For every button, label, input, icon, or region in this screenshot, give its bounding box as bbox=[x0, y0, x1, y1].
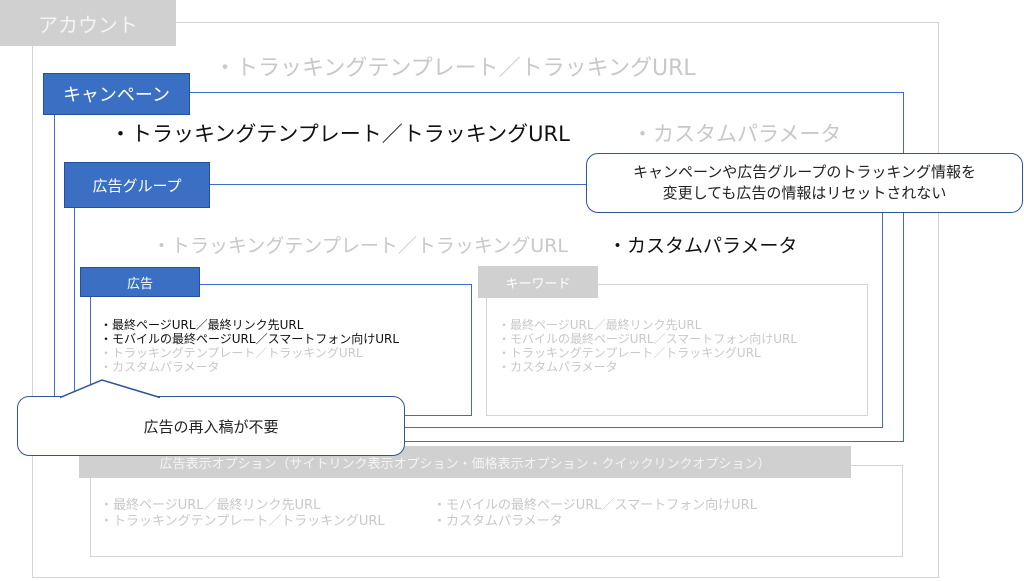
tracking-note-callout: キャンペーンや広告グループのトラッキング情報を 変更しても広告の情報はリセットさ… bbox=[586, 153, 1023, 213]
account-settings: ・トラッキングテンプレート／トラッキングURL bbox=[214, 56, 696, 81]
extensions-col2: ・モバイルの最終ページURL／スマートフォン向けURL ・カスタムパラメータ bbox=[433, 498, 757, 530]
ad-label: 広告 bbox=[80, 267, 200, 297]
ad-item-tracking: ・トラッキングテンプレート／トラッキングURL bbox=[100, 346, 363, 360]
tracking-note-line1: キャンペーンや広告グループのトラッキング情報を bbox=[633, 163, 976, 181]
keyword-item-tracking: ・トラッキングテンプレート／トラッキングURL bbox=[498, 346, 761, 360]
extensions-label: 広告表示オプション（サイトリンク表示オプション・価格表示オプション・クイックリン… bbox=[79, 446, 851, 478]
ad-group-frame bbox=[74, 184, 883, 428]
ad-item-custom-params: ・カスタムパラメータ bbox=[100, 360, 220, 374]
tracking-note-line2: 変更しても広告の情報はリセットされない bbox=[662, 184, 947, 202]
keyword-frame bbox=[486, 284, 868, 416]
campaign-setting-tracking: ・トラッキングテンプレート／トラッキングURL bbox=[110, 122, 570, 146]
ad-group-setting-tracking: ・トラッキングテンプレート／トラッキングURL bbox=[152, 235, 568, 257]
extensions-item-tracking: ・トラッキングテンプレート／トラッキングURL bbox=[100, 514, 385, 529]
campaign-setting-custom-params: ・カスタムパラメータ bbox=[632, 122, 842, 146]
extensions-item-mobile-url: ・モバイルの最終ページURL／スマートフォン向けURL bbox=[433, 498, 757, 513]
ad-item-mobile-url: ・モバイルの最終ページURL／スマートフォン向けURL bbox=[100, 332, 400, 346]
ad-group-setting-custom-params: ・カスタムパラメータ bbox=[608, 235, 798, 257]
keyword-label: キーワード bbox=[478, 266, 598, 298]
ad-group-label: 広告グループ bbox=[64, 162, 210, 208]
campaign-frame bbox=[54, 92, 904, 442]
keyword-items: ・最終ページURL／最終リンク先URL ・モバイルの最終ページURL／スマートフ… bbox=[498, 318, 797, 374]
account-frame bbox=[32, 22, 939, 578]
account-label: アカウント bbox=[0, 0, 176, 46]
ad-item-final-url: ・最終ページURL／最終リンク先URL bbox=[100, 318, 304, 332]
ad-note-text: 広告の再入稿が不要 bbox=[143, 417, 279, 436]
ad-note-pointer bbox=[60, 379, 161, 399]
extensions-item-final-url: ・最終ページURL／最終リンク先URL bbox=[100, 498, 321, 513]
campaign-label: キャンペーン bbox=[43, 73, 190, 115]
ad-note-callout: 広告の再入稿が不要 bbox=[17, 396, 405, 456]
ad-items: ・最終ページURL／最終リンク先URL ・モバイルの最終ページURL／スマートフ… bbox=[100, 318, 399, 374]
extensions-item-custom-params: ・カスタムパラメータ bbox=[433, 514, 563, 529]
keyword-item-final-url: ・最終ページURL／最終リンク先URL bbox=[498, 318, 702, 332]
keyword-item-mobile-url: ・モバイルの最終ページURL／スマートフォン向けURL bbox=[498, 332, 798, 346]
extensions-col1: ・最終ページURL／最終リンク先URL ・トラッキングテンプレート／トラッキング… bbox=[100, 498, 385, 530]
keyword-item-custom-params: ・カスタムパラメータ bbox=[498, 360, 618, 374]
